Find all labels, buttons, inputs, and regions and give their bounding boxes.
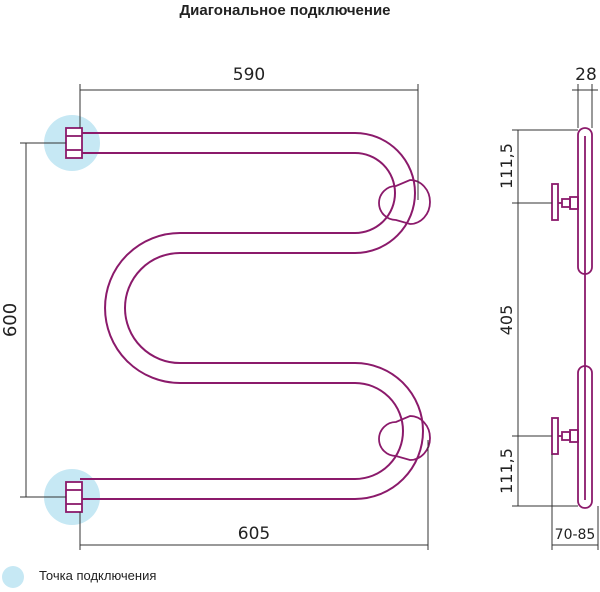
wall-bracket-top xyxy=(378,179,431,225)
diagram-title: Диагональное подключение xyxy=(179,2,391,19)
center-distance-label: 405 xyxy=(497,305,516,336)
legend-connection-dot xyxy=(2,566,24,588)
lower-offset-label: 111,5 xyxy=(497,448,516,494)
dimension-lines-side xyxy=(512,84,599,550)
nut-bottom xyxy=(65,481,83,513)
wall-distance-label: 70-85 xyxy=(555,527,596,543)
bottom-width-label: 605 xyxy=(238,524,270,544)
dimension-lines-front xyxy=(20,84,429,550)
wall-bracket-bottom xyxy=(378,415,431,461)
upper-offset-label: 111,5 xyxy=(497,143,516,189)
nut-top xyxy=(65,127,83,159)
side-view xyxy=(551,127,593,509)
towel-rail-pipe xyxy=(80,132,424,500)
height-label: 600 xyxy=(0,303,21,337)
depth-label: 28 xyxy=(575,65,597,85)
top-width-label: 590 xyxy=(233,65,265,85)
legend-label: Точка подключения xyxy=(39,568,157,583)
legend: Точка подключения xyxy=(0,564,300,590)
